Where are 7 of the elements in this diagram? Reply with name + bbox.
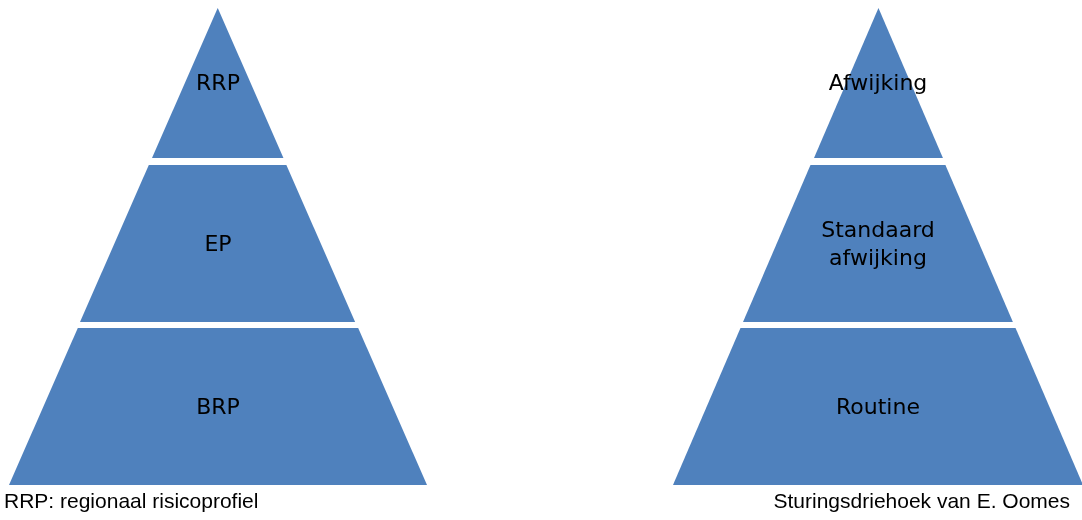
- caption: RRP: regionaal risicoprofiel: [4, 489, 259, 513]
- tier-label: EP: [204, 229, 232, 258]
- caption: Sturingsdriehoek van E. Oomes: [773, 489, 1070, 513]
- tier-label: Standaard afwijking: [820, 216, 936, 271]
- tier-label: Routine: [836, 392, 920, 421]
- tier-label: BRP: [196, 392, 240, 421]
- tier-label: RRP: [196, 69, 240, 97]
